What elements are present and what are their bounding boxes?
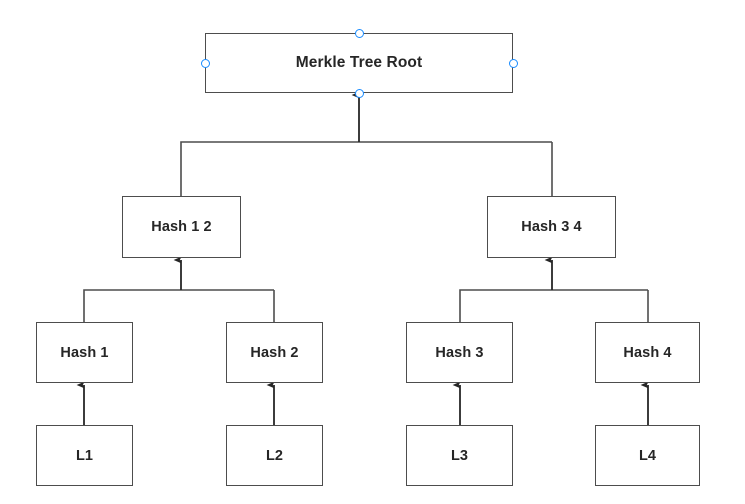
node-hash-4[interactable]: Hash 4 [595, 322, 700, 383]
node-label-l2: L2 [265, 447, 284, 464]
selection-handle-bottom[interactable] [354, 88, 364, 98]
node-label-l3: L3 [450, 447, 469, 464]
connector-h12-to-root-bus [180, 141, 552, 196]
connector-h3-to-h34-bus [459, 289, 648, 322]
node-hash-3[interactable]: Hash 3 [406, 322, 513, 383]
node-hash-1[interactable]: Hash 1 [36, 322, 133, 383]
node-merkle-tree-root[interactable]: Merkle Tree Root [205, 33, 513, 93]
selection-handle-left[interactable] [200, 58, 210, 68]
node-label-hash-1: Hash 1 [60, 344, 109, 361]
node-label-hash-2: Hash 2 [250, 344, 299, 361]
node-label-l4: L4 [638, 447, 657, 464]
node-leaf-l3[interactable]: L3 [406, 425, 513, 486]
connector-h1-to-h12-bus [83, 289, 274, 322]
selection-handle-right[interactable] [508, 58, 518, 68]
node-label-hash-3: Hash 3 [435, 344, 484, 361]
node-leaf-l2[interactable]: L2 [226, 425, 323, 486]
selection-handle-top[interactable] [354, 28, 364, 38]
node-label-root: Merkle Tree Root [295, 54, 423, 71]
node-label-hash-1-2: Hash 1 2 [151, 219, 212, 235]
node-label-hash-4: Hash 4 [623, 344, 672, 361]
node-hash-3-4[interactable]: Hash 3 4 [487, 196, 616, 258]
node-hash-2[interactable]: Hash 2 [226, 322, 323, 383]
node-leaf-l1[interactable]: L1 [36, 425, 133, 486]
node-label-l1: L1 [75, 447, 94, 464]
node-hash-1-2[interactable]: Hash 1 2 [122, 196, 241, 258]
node-leaf-l4[interactable]: L4 [595, 425, 700, 486]
node-label-hash-3-4: Hash 3 4 [521, 219, 582, 235]
